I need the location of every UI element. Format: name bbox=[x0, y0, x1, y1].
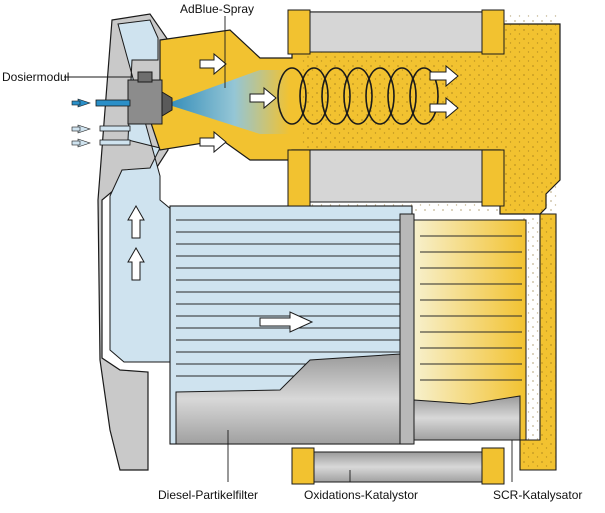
label-dosiermodul: Dosiermodul bbox=[2, 70, 70, 84]
oxidation-catalyst bbox=[399, 213, 415, 445]
inlet-lines bbox=[95, 99, 131, 146]
scr-lower-shell bbox=[413, 395, 521, 441]
mid-flange-left bbox=[287, 149, 311, 207]
flow-arrows bbox=[127, 52, 459, 333]
bottom-flange-left bbox=[291, 447, 315, 485]
label-adblue-spray: AdBlue-Spray bbox=[180, 2, 255, 16]
lower-pipe-wall bbox=[299, 149, 493, 203]
label-oxidations-katalysator: Oxidations-Katalystor bbox=[304, 488, 419, 502]
bottom-pipe bbox=[313, 451, 483, 483]
exhaust-inlet-channel bbox=[109, 19, 173, 363]
label-diesel-partikelfilter: Diesel-Partikelfilter bbox=[158, 488, 259, 502]
mid-flange-right bbox=[481, 149, 505, 207]
adblue-spray-cone bbox=[166, 70, 290, 134]
top-flange-left bbox=[287, 9, 311, 55]
leader-lines bbox=[64, 16, 513, 482]
top-flange-right bbox=[481, 9, 505, 55]
bottom-flange-right bbox=[481, 447, 505, 485]
inlet-arrows bbox=[71, 98, 91, 148]
dosing-module bbox=[127, 71, 173, 125]
scr-channels bbox=[420, 235, 522, 381]
mixer-swirl bbox=[277, 67, 439, 125]
upper-pipe-wall bbox=[299, 11, 493, 53]
label-scr-katalysator: SCR-Katalysator bbox=[493, 488, 583, 502]
